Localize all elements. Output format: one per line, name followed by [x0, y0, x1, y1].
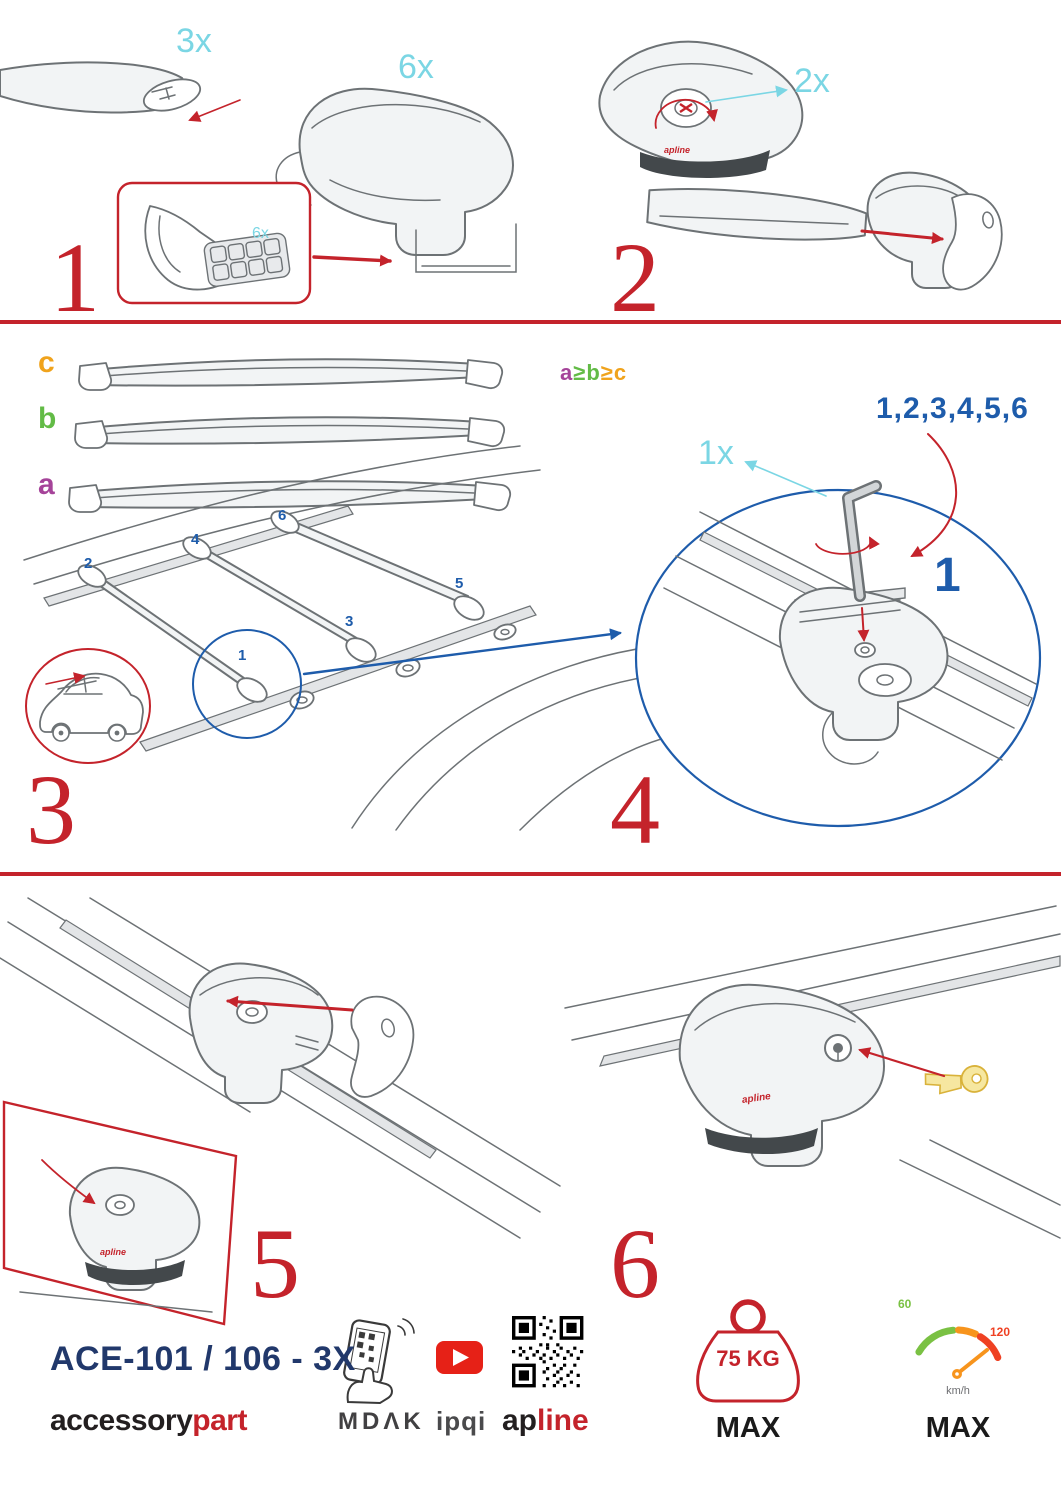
size-rule: a≥b≥c — [560, 362, 627, 384]
foot1-highlight-circle — [192, 629, 302, 739]
step3-number: 3 — [26, 754, 76, 865]
rubber-pad — [203, 232, 291, 288]
rule-gte2: ≥ — [600, 360, 614, 385]
section-divider-1 — [0, 320, 1061, 324]
position-3: 3 — [345, 613, 354, 630]
step3-roof-scene — [23, 445, 703, 831]
step2-illustration — [598, 40, 1003, 291]
tool-quantity-label: 1x — [698, 434, 734, 472]
position-5: 5 — [455, 575, 464, 592]
weight-max-label: MAX — [715, 1412, 781, 1444]
bar-label-a: a — [38, 468, 55, 501]
step4-number: 4 — [610, 754, 660, 865]
car-inset-circle — [25, 648, 151, 764]
ipqi-logo: ipqi — [436, 1406, 487, 1436]
rule-c: c — [613, 360, 628, 385]
mdak-logo: MDΛK — [338, 1408, 425, 1435]
apline-footer-logo: apline — [502, 1406, 589, 1436]
step5-number: 5 — [250, 1208, 300, 1319]
key — [924, 1065, 989, 1095]
step6-scene — [564, 905, 1061, 1239]
step5-inset — [2, 1100, 238, 1326]
qr-code — [512, 1316, 584, 1388]
speed-120-label: 120 — [990, 1325, 1011, 1339]
section-divider-2 — [0, 872, 1061, 876]
speed-60-label: 60 — [898, 1297, 912, 1311]
rule-a: a — [560, 360, 574, 385]
apline-ap: ap — [502, 1404, 538, 1437]
step2-number: 2 — [610, 222, 660, 333]
sequence-start: 1 — [934, 549, 961, 602]
step1-number: 1 — [50, 222, 100, 333]
accessorypart-black: accessory — [50, 1404, 193, 1437]
footer-icons — [343, 1299, 1002, 1405]
foot-quantity-label: 6x — [398, 48, 434, 86]
position-2: 2 — [84, 555, 93, 572]
knob-quantity-label: 2x — [794, 62, 830, 100]
weight-limit-value: 75 KG — [716, 1346, 780, 1371]
step3-bars — [68, 358, 512, 513]
hand-icon — [346, 1367, 393, 1405]
car-inset — [39, 672, 144, 742]
position-6: 6 — [278, 507, 287, 524]
pad-quantity-label: 6x — [252, 225, 269, 242]
accessorypart-red: part — [192, 1404, 247, 1437]
step6-number: 6 — [610, 1208, 660, 1319]
speed-max-label: MAX — [925, 1412, 991, 1444]
tighten-sequence: 1,2,3,4,5,6 — [876, 392, 1029, 425]
position-1: 1 — [238, 647, 247, 664]
bar-label-b: b — [38, 402, 57, 435]
phone-qr-icon — [343, 1319, 391, 1386]
step5-scene — [0, 897, 561, 1239]
apline-line: line — [537, 1404, 589, 1437]
weight-limit-icon — [696, 1299, 800, 1403]
speed-unit-label: km/h — [946, 1385, 970, 1397]
apline-logo-step2: apline — [664, 145, 691, 155]
bar-quantity-label: 3x — [176, 22, 212, 60]
bar-label-c: c — [38, 346, 55, 379]
model-code: ACE-101 / 106 - 3X — [50, 1340, 356, 1378]
signal-waves-icon — [397, 1318, 415, 1336]
rule-b: b — [586, 360, 601, 385]
accessorypart-logo: accessorypart — [50, 1406, 247, 1436]
step1-illustration — [0, 61, 517, 305]
position-4: 4 — [191, 531, 200, 548]
speedometer-icon — [915, 1326, 1002, 1379]
apline-logo-step5: apline — [100, 1247, 127, 1257]
rule-gte1: ≥ — [573, 360, 587, 385]
step4-detail — [634, 433, 1042, 828]
